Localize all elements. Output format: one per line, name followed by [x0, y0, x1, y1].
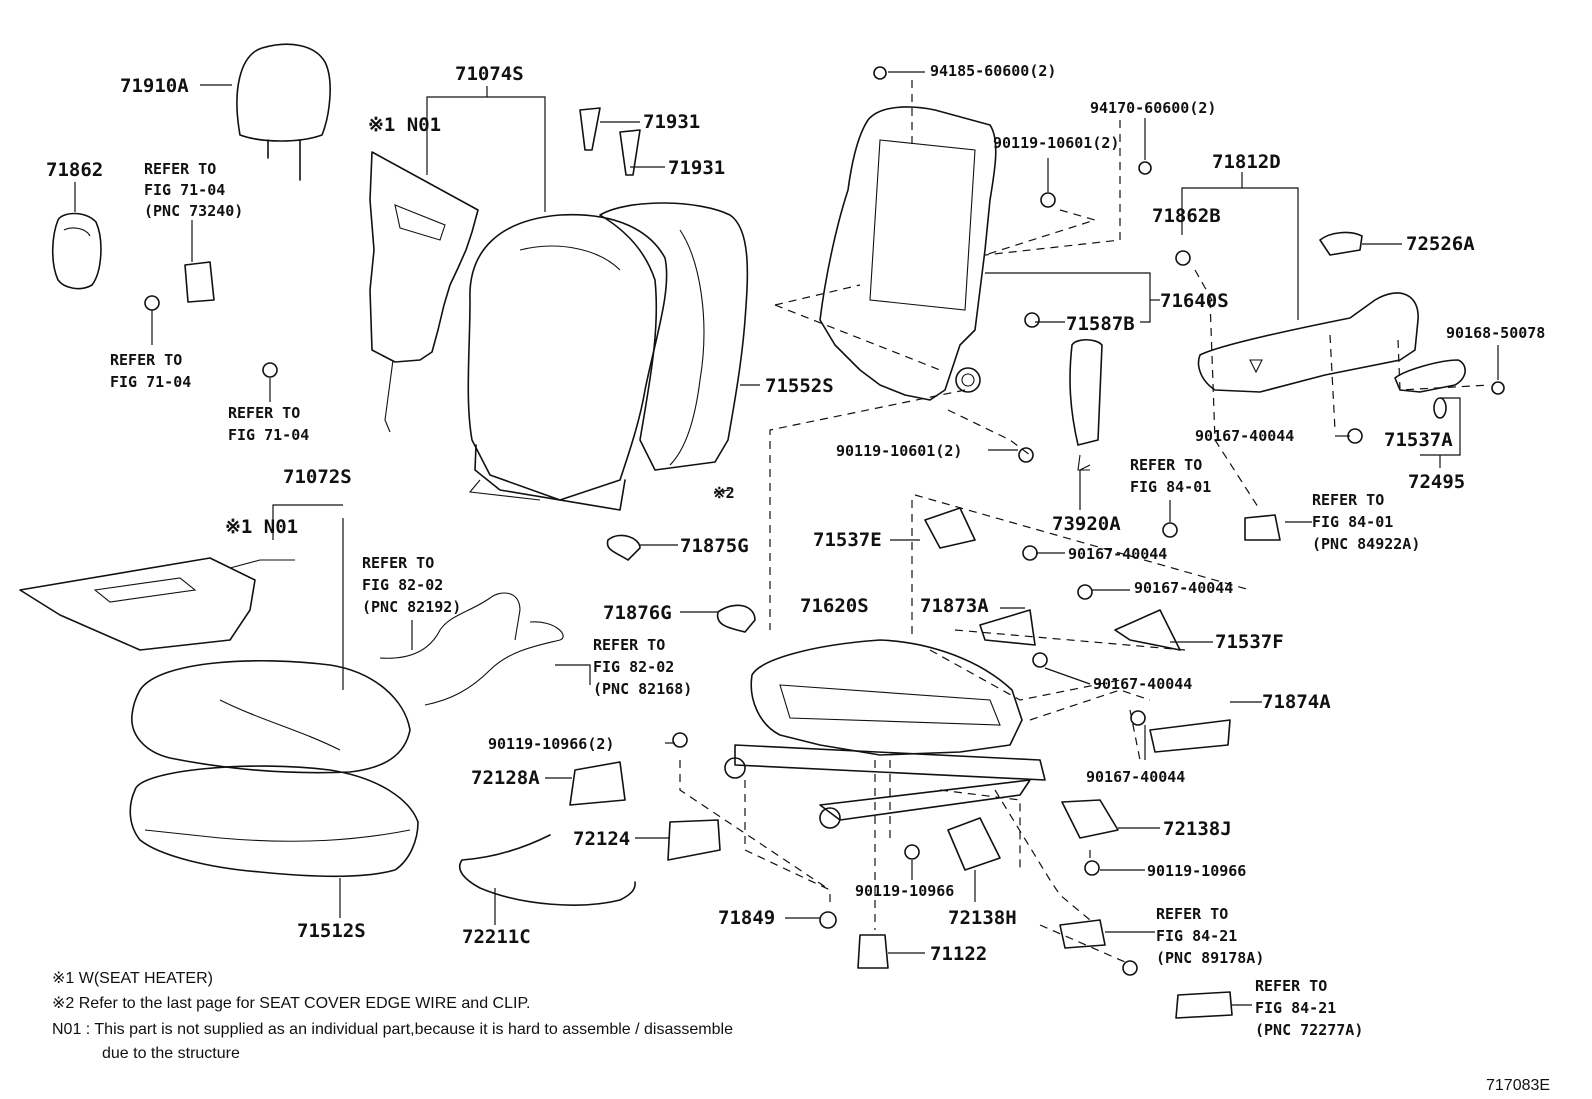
- label-ref-84-21-a-3: (PNC 89178A): [1156, 949, 1264, 967]
- label-90119-10966-right: 90119-10966: [1147, 862, 1246, 880]
- seatback-pad: [599, 202, 749, 471]
- label-71074S: 71074S: [455, 63, 524, 85]
- side-airbag: [1069, 338, 1103, 471]
- label-71910A: 71910A: [120, 75, 189, 97]
- label-ref-71-04-left-2: FIG 71-04: [110, 373, 191, 391]
- label-71849: 71849: [718, 907, 775, 929]
- label-ref-71-04-mid-1: REFER TO: [228, 404, 300, 422]
- label-71812D: 71812D: [1212, 151, 1281, 173]
- label-72138H: 72138H: [948, 907, 1017, 929]
- label-73920A: 73920A: [1052, 513, 1121, 535]
- label-ref-82-02-b-2: FIG 82-02: [593, 658, 674, 676]
- label-71873A: 71873A: [920, 595, 989, 617]
- label-90167-d: 90167-40044: [1086, 768, 1185, 786]
- label-71862: 71862: [46, 159, 103, 181]
- seat-cushion-pad: [129, 765, 419, 878]
- recliner-knob: [1319, 231, 1363, 256]
- label-71876G: 71876G: [603, 602, 672, 624]
- label-ref-84-01-b-3: (PNC 84922A): [1312, 535, 1420, 553]
- label-ref-84-21-b-3: (PNC 72277A): [1255, 1021, 1363, 1039]
- heater-sheet-back: [369, 151, 479, 433]
- seatback-cover: [467, 213, 668, 511]
- label-71537F: 71537F: [1215, 631, 1284, 653]
- label-ref-84-21-a-1: REFER TO: [1156, 905, 1228, 923]
- label-note2-mark: ※2: [713, 484, 735, 502]
- label-ref-71-04-top-2: FIG 71-04: [144, 181, 225, 199]
- footnotes: ※1 W(SEAT HEATER) ※2 Refer to the last p…: [52, 970, 1550, 1094]
- footnote-2: ※2 Refer to the last page for SEAT COVER…: [52, 995, 531, 1012]
- label-72526A: 72526A: [1406, 233, 1475, 255]
- label-ref-84-21-b-2: FIG 84-21: [1255, 999, 1336, 1017]
- label-71537A: 71537A: [1384, 429, 1453, 451]
- label-ref-82-02-a-2: FIG 82-02: [362, 576, 443, 594]
- label-90119-10601-mid: 90119-10601(2): [836, 442, 962, 460]
- part-labels: 71910A 71862 71074S ※1 N01 71931 71931 R…: [46, 62, 1545, 1039]
- small-hardware: [144, 66, 1505, 1019]
- edge-wire: [458, 834, 636, 906]
- label-71537E: 71537E: [813, 529, 882, 551]
- label-71640S: 71640S: [1160, 290, 1229, 312]
- label-90119-10966-center: 90119-10966: [855, 882, 954, 900]
- label-72495: 72495: [1408, 471, 1465, 493]
- lever-part: [1394, 359, 1466, 393]
- label-72211C: 72211C: [462, 926, 531, 948]
- assembly-dashes: [679, 80, 1491, 963]
- wire-harness-a: [379, 592, 521, 659]
- figure-id: 717083E: [1486, 1077, 1550, 1094]
- label-90167-c: 90167-40044: [1093, 675, 1192, 693]
- label-ref-84-21-b-1: REFER TO: [1255, 977, 1327, 995]
- label-72128A: 72128A: [471, 767, 540, 789]
- label-n01-top: ※1 N01: [368, 114, 441, 136]
- label-ref-71-04-top-3: (PNC 73240): [144, 202, 243, 220]
- label-94170: 94170-60600(2): [1090, 99, 1216, 117]
- label-ref-71-04-mid-2: FIG 71-04: [228, 426, 309, 444]
- label-71122: 71122: [930, 943, 987, 965]
- label-n01-bottom: ※1 N01: [225, 516, 298, 538]
- label-71552S: 71552S: [765, 375, 834, 397]
- label-ref-84-01-a-1: REFER TO: [1130, 456, 1202, 474]
- label-94185: 94185-60600(2): [930, 62, 1056, 80]
- label-71874A: 71874A: [1262, 691, 1331, 713]
- seat-cushion-cover: [131, 660, 411, 774]
- label-90119-10966-2: 90119-10966(2): [488, 735, 614, 753]
- label-ref-84-01-b-1: REFER TO: [1312, 491, 1384, 509]
- label-ref-71-04-top-1: REFER TO: [144, 160, 216, 178]
- label-90167-right: 90167-40044: [1195, 427, 1294, 445]
- label-ref-84-21-a-2: FIG 84-21: [1156, 927, 1237, 945]
- seatback-frame: [819, 106, 997, 401]
- label-71072S: 71072S: [283, 466, 352, 488]
- footnote-4: due to the structure: [102, 1045, 240, 1062]
- footnote-3: N01 : This part is not supplied as an in…: [52, 1021, 733, 1038]
- label-ref-82-02-a-3: (PNC 82192): [362, 598, 461, 616]
- label-ref-82-02-a-1: REFER TO: [362, 554, 434, 572]
- headrest-part: [236, 43, 331, 181]
- label-ref-71-04-left-1: REFER TO: [110, 351, 182, 369]
- label-ref-84-01-b-2: FIG 84-01: [1312, 513, 1393, 531]
- headrest-guide-part: [51, 212, 102, 290]
- label-90167-a: 90167-40044: [1068, 545, 1167, 563]
- label-72124: 72124: [573, 828, 630, 850]
- label-71931-a: 71931: [643, 111, 700, 133]
- label-72138J: 72138J: [1163, 818, 1232, 840]
- label-ref-82-02-b-1: REFER TO: [593, 636, 665, 654]
- label-71512S: 71512S: [297, 920, 366, 942]
- footnote-1: ※1 W(SEAT HEATER): [52, 970, 213, 987]
- seat-cushion-frame: [724, 639, 1046, 829]
- label-ref-82-02-b-3: (PNC 82168): [593, 680, 692, 698]
- label-90119-10601-top: 90119-10601(2): [993, 134, 1119, 152]
- label-90168: 90168-50078: [1446, 324, 1545, 342]
- label-71620S: 71620S: [800, 595, 869, 617]
- label-90167-b: 90167-40044: [1134, 579, 1233, 597]
- label-71875G: 71875G: [680, 535, 749, 557]
- side-shield: [1197, 292, 1419, 393]
- label-ref-84-01-a-2: FIG 84-01: [1130, 478, 1211, 496]
- wire-harness-b: [424, 621, 564, 706]
- leader-lines: [74, 71, 1499, 1006]
- label-71587B: 71587B: [1066, 313, 1135, 335]
- label-71931-b: 71931: [668, 157, 725, 179]
- label-71862B: 71862B: [1152, 205, 1221, 227]
- heater-sheet-seat: [19, 557, 295, 651]
